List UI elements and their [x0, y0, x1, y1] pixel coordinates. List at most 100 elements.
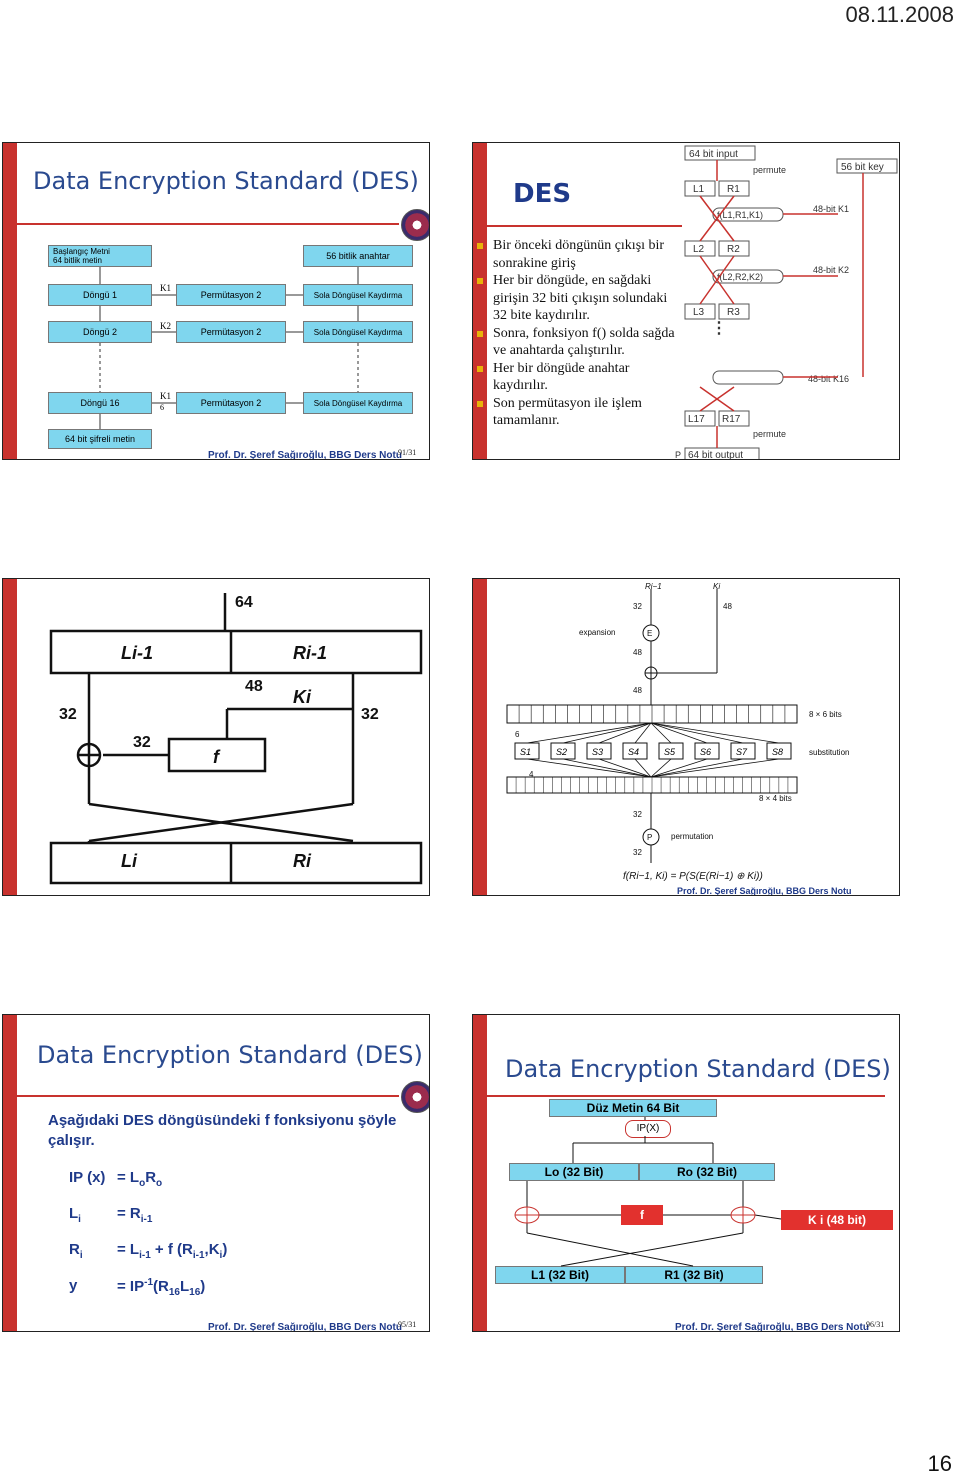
- sbox-label: S1: [520, 747, 531, 757]
- l-new-label: Li: [121, 851, 138, 871]
- slide-accent-bar: [473, 579, 487, 895]
- k2-label: 48-bit K2: [813, 265, 849, 275]
- key-box: 56 bitlik anahtar: [303, 245, 413, 267]
- ki-label: Ki: [713, 582, 720, 591]
- f-formula: f(Ri−1, Ki) = P(S(E(Ri−1) ⊕ Ki)): [623, 871, 763, 882]
- input-bits-label: 64: [235, 594, 253, 611]
- slide-number: 95/31: [398, 1320, 417, 1329]
- p-fragment: P: [675, 450, 681, 460]
- round-16-box: Döngü 16: [48, 392, 152, 414]
- l1-box: L1 (32 Bit): [495, 1266, 625, 1284]
- e-label: E: [647, 629, 652, 638]
- key-label: 56 bit key: [841, 162, 884, 173]
- sbox-input-line: [598, 722, 652, 744]
- bits-48-key-label: 48: [723, 602, 732, 611]
- bullet-item: Her bir döngüde anahtar kaydırılır.: [475, 360, 683, 395]
- slide-96: Data Encryption Standard (DES) Düz Metin…: [472, 1014, 900, 1332]
- f-box-label: f: [213, 747, 221, 767]
- plaintext-bits-label: 64 bitlik metin: [53, 256, 102, 265]
- expansion-label: expansion: [579, 628, 615, 637]
- ki-box: K i (48 bit): [781, 1210, 893, 1230]
- bits-8x6-label: 8 × 6 bits: [809, 710, 842, 719]
- sbox-input-line: [634, 722, 652, 744]
- lo-box: Lo (32 Bit): [509, 1163, 639, 1181]
- eq-1-rhs: = LoRo: [117, 1169, 163, 1189]
- sbox-label: S2: [556, 747, 567, 757]
- ciphertext-box: 64 bit şifreli metin: [48, 429, 152, 449]
- sbox-output-line: [650, 758, 780, 778]
- sbox-label: S5: [664, 747, 676, 757]
- sbox-label: S8: [772, 747, 783, 757]
- shift-16-box: Sola Döngüsel Kaydırma: [303, 392, 413, 414]
- four-label: 4: [529, 770, 534, 779]
- bits-32c-label: 32: [633, 848, 642, 857]
- r-new-label: Ri: [293, 851, 312, 871]
- page-date: 08.11.2008: [845, 2, 954, 27]
- bits-32b-label: 32: [633, 810, 642, 819]
- sbox-output-line: [650, 758, 744, 778]
- f-box: f: [621, 1205, 663, 1225]
- bullet-item: Sonra, fonksiyon f() solda sağda ve anah…: [475, 325, 683, 360]
- sbox-output-line: [650, 758, 708, 778]
- sbox-output-line: [562, 758, 652, 778]
- bullet-item: Son permütasyon ile işlem tamamlanır.: [475, 395, 683, 430]
- feistel-round-diagram: 64 Li-1 Ri-1 48 Ki 32 32 32 f Li Ri: [49, 593, 423, 885]
- sbox-output-line: [634, 758, 652, 778]
- round-key-1: K1: [160, 283, 171, 293]
- permutation-label: permutation: [671, 832, 713, 841]
- slide-footer: Prof. Dr. Şeref Sağıroğlu, BBG Ders Notu: [208, 1322, 402, 1332]
- substitution-label: substitution: [809, 748, 849, 757]
- slide-accent-bar: [473, 143, 487, 459]
- eq-3-lhs: Ri: [69, 1241, 83, 1261]
- round-1-box: Döngü 1: [48, 284, 152, 306]
- flow-lines: [99, 267, 359, 429]
- bullet-list: Bir önceki döngünün çıkışı bir sonrakine…: [475, 237, 683, 430]
- eq-4-rhs: = IP-1(R16L16): [117, 1277, 206, 1298]
- eq-2-lhs: Li: [69, 1205, 81, 1225]
- permute-bottom-label: permute: [753, 429, 786, 439]
- k16-label: 48-bit K16: [808, 374, 849, 384]
- l-prev-label: Li-1: [121, 643, 153, 663]
- sbox-input-line: [650, 722, 780, 744]
- round-2-box: Döngü 2: [48, 321, 152, 343]
- page-number: 16: [927, 1451, 952, 1476]
- l17-label: L17: [688, 414, 705, 425]
- output-label: 64 bit output: [688, 450, 743, 460]
- k1-label: 48-bit K1: [813, 204, 849, 214]
- slide-accent-bar: [3, 1015, 17, 1331]
- l3-label: L3: [693, 307, 705, 318]
- des-overview-diagram: 64 bit input permute 56 bit key L1 R1 f(…: [675, 145, 898, 460]
- r1-box: R1 (32 Bit): [625, 1266, 763, 1284]
- shift-1-box: Sola Döngüsel Kaydırma: [303, 284, 413, 306]
- sbox-input-line: [526, 722, 652, 744]
- eq-3-rhs: = Li-1 + f (Ri-1,Ki): [117, 1241, 228, 1261]
- slide-title: Data Encryption Standard (DES): [505, 1055, 891, 1083]
- plaintext-box: Başlangıç Metni 64 bitlik metin: [48, 245, 152, 267]
- permutation-16-box: Permütasyon 2: [176, 392, 286, 414]
- sbox-output-line: [598, 758, 652, 778]
- footer-fragment: Prof. Dr. Şeref Sağıroğlu, BBG Ders Notu: [677, 886, 852, 896]
- eq-2-rhs: = Ri-1: [117, 1205, 153, 1225]
- r2-label: R2: [727, 244, 740, 255]
- input-label: 64 bit input: [689, 149, 738, 160]
- sbox-output-lines: [526, 758, 780, 778]
- round-key-label: Ki: [293, 687, 312, 707]
- bits-8x4-label: 8 × 4 bits: [759, 794, 792, 803]
- slide-footer: Prof. Dr. Şeref Sağıroğlu, BBG Ders Notu: [675, 1322, 869, 1332]
- bits-48-xor-label: 48: [633, 686, 642, 695]
- l2-label: L2: [693, 244, 705, 255]
- sbox-input-line: [650, 722, 744, 744]
- sbox-input-line: [650, 722, 672, 744]
- ip-oval: IP(X): [625, 1120, 671, 1138]
- r-prev-label: Ri−1: [645, 582, 662, 591]
- bullet-item: Bir önceki döngünün çıkışı bir sonrakine…: [475, 237, 683, 272]
- slide-title: Data Encryption Standard (DES): [33, 167, 419, 195]
- ellipsis-dots: ⋮: [711, 320, 727, 337]
- university-logo: [401, 1081, 429, 1113]
- key-bits-label: 48: [245, 678, 263, 695]
- ro-box: Ro (32 Bit): [639, 1163, 775, 1181]
- title-rule: [487, 225, 682, 227]
- l1-label: L1: [693, 184, 705, 195]
